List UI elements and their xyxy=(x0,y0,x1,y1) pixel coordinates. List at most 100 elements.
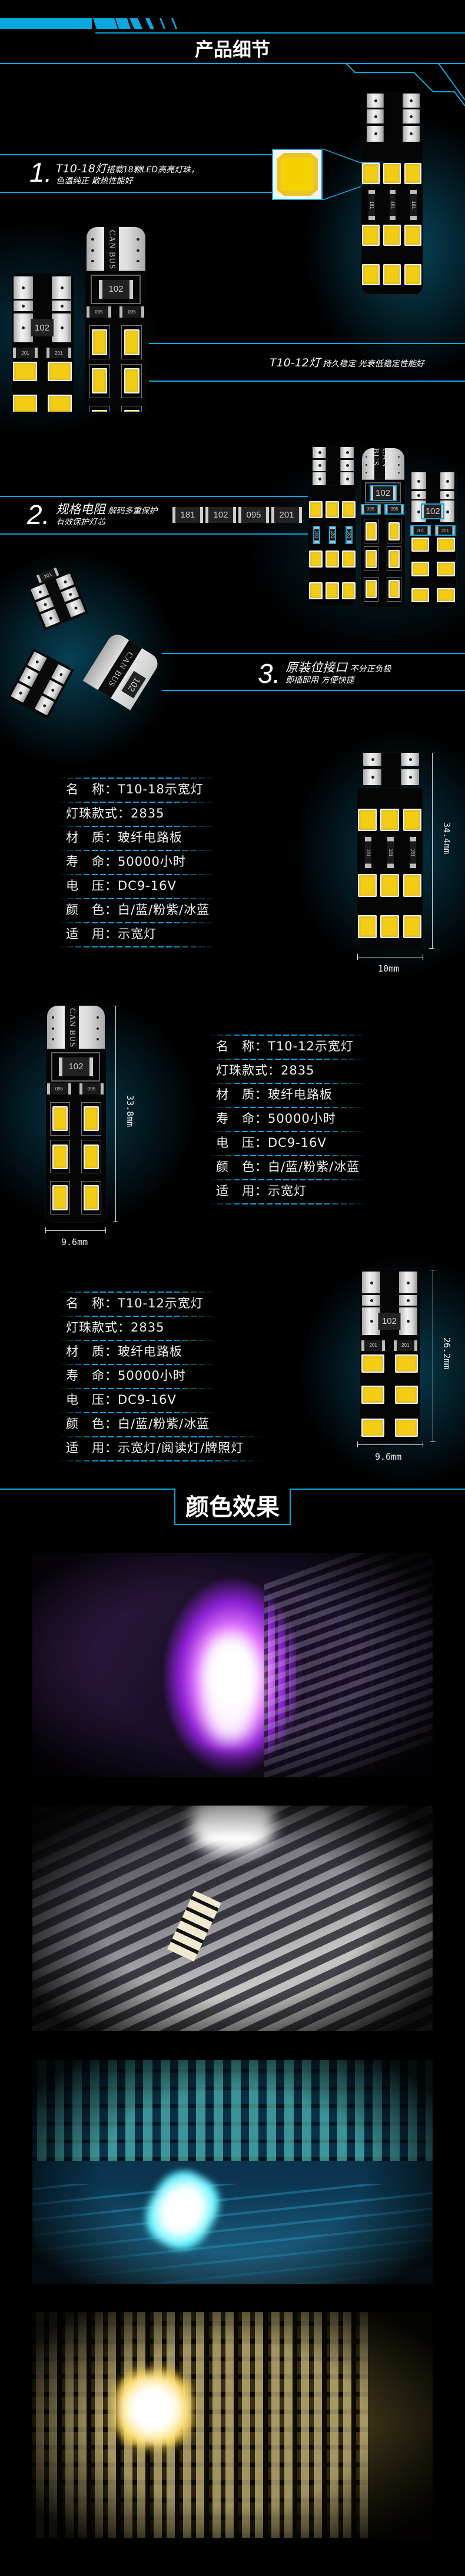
spec-label: 材 质： xyxy=(66,1344,118,1359)
resistor-181: 181 xyxy=(345,525,353,544)
spec-label: 寿 命： xyxy=(66,855,118,869)
led-chip xyxy=(361,1385,385,1404)
spec-row: 灯珠款式：2835 xyxy=(59,803,247,826)
page-title: 产品细节 xyxy=(194,38,270,61)
led-chip xyxy=(325,501,339,518)
color-section-title: 颜色效果 xyxy=(185,1494,280,1521)
resistor-102: 102 xyxy=(421,503,445,520)
led-chip xyxy=(404,225,422,246)
feature3-text: 原装位接口 不分正负极 即插即用 方便快捷 xyxy=(285,662,391,686)
contact-pad xyxy=(367,125,384,142)
led-frame xyxy=(89,405,110,412)
photo-purple-effect xyxy=(32,1553,433,1777)
led-chip xyxy=(437,562,455,576)
lamp-pcb-neck xyxy=(384,94,403,142)
width-dimension-label: 10mm xyxy=(378,963,400,974)
spec-label: 颜 色： xyxy=(66,1417,118,1431)
vignette xyxy=(32,1806,433,2031)
led-chip xyxy=(52,1185,68,1210)
contact-pad xyxy=(313,459,326,471)
width-dimension-cap-left xyxy=(45,1227,46,1233)
spec-row: 颜 色：白/蓝/粉紫/冰蓝 xyxy=(59,899,247,922)
led-chip xyxy=(366,580,377,599)
spec-row: 寿 命：50000小时 xyxy=(59,1365,283,1388)
led-chip xyxy=(325,582,339,599)
contact-pad xyxy=(52,276,71,299)
spec-label: 电 压： xyxy=(66,879,118,893)
resistor-201: 201 xyxy=(36,568,59,583)
led-chip xyxy=(325,550,339,568)
dashed-divider xyxy=(209,1203,368,1204)
spec-row: 灯珠款式：2835 xyxy=(209,1060,397,1083)
spec-value: 玻纤电路板 xyxy=(268,1087,333,1102)
contact-pad xyxy=(402,94,420,108)
resistor-102: 102 xyxy=(28,318,57,337)
vignette xyxy=(32,1553,433,1777)
led-chip xyxy=(411,537,429,552)
color-header-line-left xyxy=(0,1489,175,1490)
pad xyxy=(41,608,61,628)
feature2-bottom-line xyxy=(0,533,308,535)
contact-pad xyxy=(340,447,354,458)
led-chip xyxy=(358,808,377,832)
spec-label: 名 称： xyxy=(66,1296,118,1310)
led-zoom-box xyxy=(272,149,323,200)
spec-label: 颜 色： xyxy=(66,903,118,917)
resistor-095: 095 xyxy=(119,306,144,318)
led-chip xyxy=(52,1106,68,1132)
height-dimension-cap xyxy=(429,948,434,949)
led-chip xyxy=(388,549,400,568)
photo-ice-blue-effect xyxy=(32,2060,433,2284)
resistor-181: 181 xyxy=(313,525,320,544)
spec-value: 白/蓝/粉紫/冰蓝 xyxy=(268,1160,360,1174)
led-chip xyxy=(366,549,377,568)
width-dimension-cap-right xyxy=(105,1227,106,1233)
resistor-102: 102 xyxy=(98,280,134,299)
led-chip xyxy=(394,1418,418,1437)
spec-row: 电 压：DC9-16V xyxy=(59,875,247,898)
tagline-title: T10-12灯 xyxy=(270,356,320,369)
pad-dot xyxy=(398,472,400,474)
led-chip xyxy=(361,1418,385,1437)
spec-label: 材 质： xyxy=(216,1087,268,1102)
led-chip xyxy=(47,362,72,381)
spec-value: 2835 xyxy=(131,1320,165,1334)
pad xyxy=(65,598,85,618)
spec-value: 示宽灯 xyxy=(268,1184,307,1198)
vignette xyxy=(32,2060,433,2284)
contact-pad xyxy=(362,1295,381,1306)
spec-row: 颜 色：白/蓝/粉紫/冰蓝 xyxy=(59,1413,283,1436)
resistor-181: 181 xyxy=(365,837,372,869)
contact-pad xyxy=(14,276,33,299)
resistor-201: 201 xyxy=(410,525,431,536)
pad-dot xyxy=(91,238,94,241)
canbus-label: CAN BUS xyxy=(371,448,389,481)
spec-value: DC9-16V xyxy=(118,879,177,893)
led-frame xyxy=(81,1102,101,1136)
resistor-chip-201: 201 xyxy=(271,507,302,523)
led-chip xyxy=(84,1185,99,1210)
pad-dot xyxy=(52,1038,55,1041)
led-frame xyxy=(121,325,142,359)
led-frame xyxy=(364,576,378,602)
pad-dot xyxy=(137,260,140,263)
dashed-divider xyxy=(59,802,218,803)
resistor-181: 181 xyxy=(410,189,417,220)
spec-row: 寿 命：50000小时 xyxy=(209,1108,397,1131)
color-header-box xyxy=(174,1489,291,1525)
led-frame xyxy=(89,363,110,398)
led-chip xyxy=(84,1106,99,1132)
tagline-rest: 持久稳定 光衰低稳定性能好 xyxy=(320,359,424,369)
feature1-bottom-line xyxy=(0,192,272,193)
dashed-divider xyxy=(209,1155,368,1156)
spec-row: 名 称：T10-12示宽灯 xyxy=(59,1293,283,1316)
spec-value: 示宽灯/阅读灯/牌照灯 xyxy=(118,1441,244,1455)
resistor-201: 201 xyxy=(393,1340,417,1351)
pad xyxy=(34,695,55,716)
feature3-number: 3. xyxy=(258,658,281,689)
pad-dot xyxy=(137,238,140,241)
dashed-divider xyxy=(209,1059,368,1060)
led-chip xyxy=(308,550,323,568)
